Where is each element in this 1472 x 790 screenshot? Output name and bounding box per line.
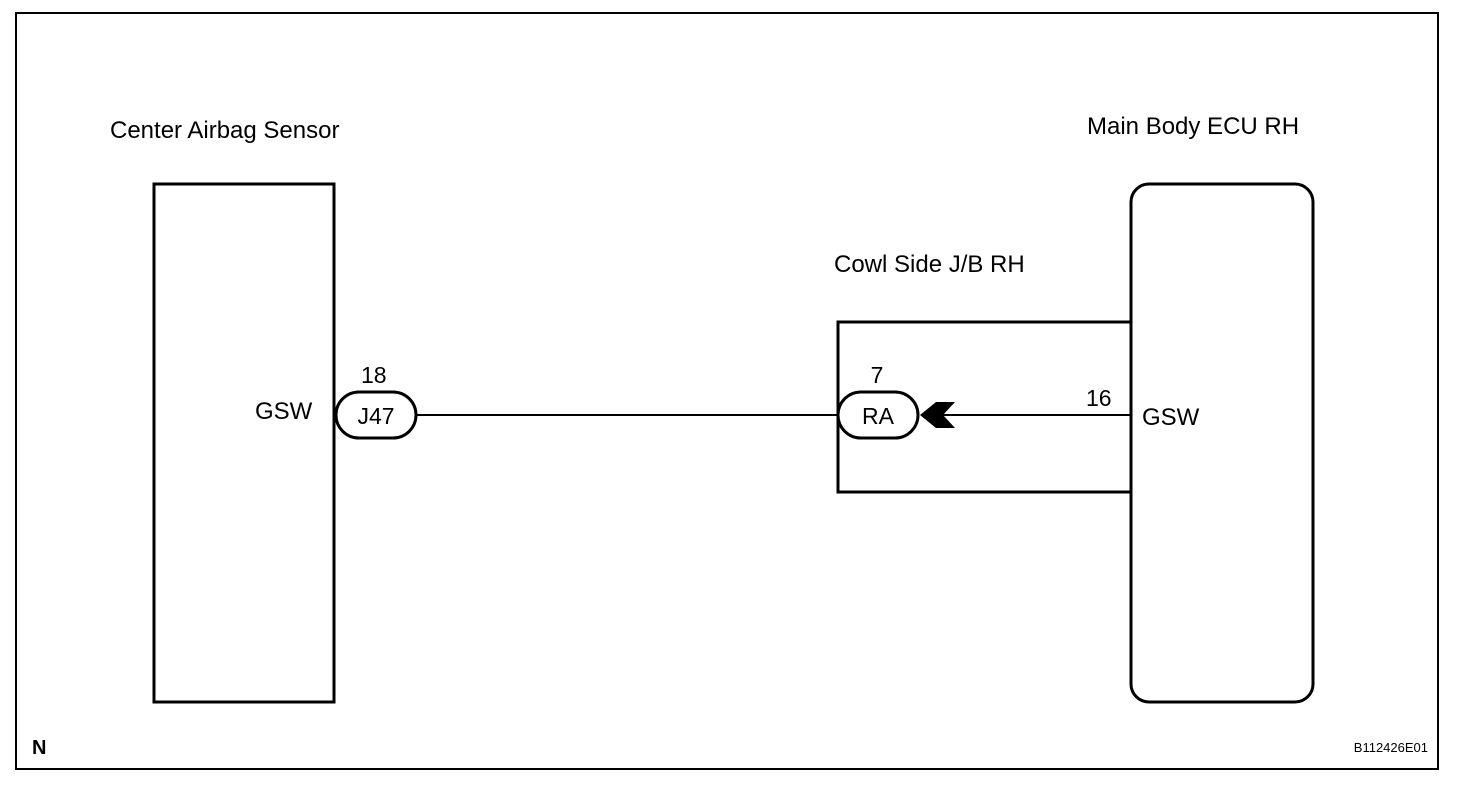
center-airbag-sensor-box [152,182,336,704]
left-pin-number: 18 [361,362,387,388]
junction-pin-number: 7 [871,362,884,388]
cowl-side-jb-title: Cowl Side J/B RH [834,251,1025,278]
left-pin-name: GSW [255,398,313,425]
right-pin-name: GSW [1142,404,1200,431]
right-pin-number: 16 [1086,385,1112,411]
main-body-ecu-box [1129,182,1315,704]
inline-connector-arrow-icon [920,402,955,428]
j47-connector-code: J47 [357,403,394,429]
figure-id: B112426E01 [1354,740,1428,755]
main-body-ecu-title: Main Body ECU RH [1087,113,1299,140]
center-airbag-sensor-title: Center Airbag Sensor [110,117,339,144]
corner-letter: N [32,737,46,759]
ra-connector [836,390,920,440]
ra-connector-code: RA [862,403,895,429]
diagram-frame [15,12,1439,770]
